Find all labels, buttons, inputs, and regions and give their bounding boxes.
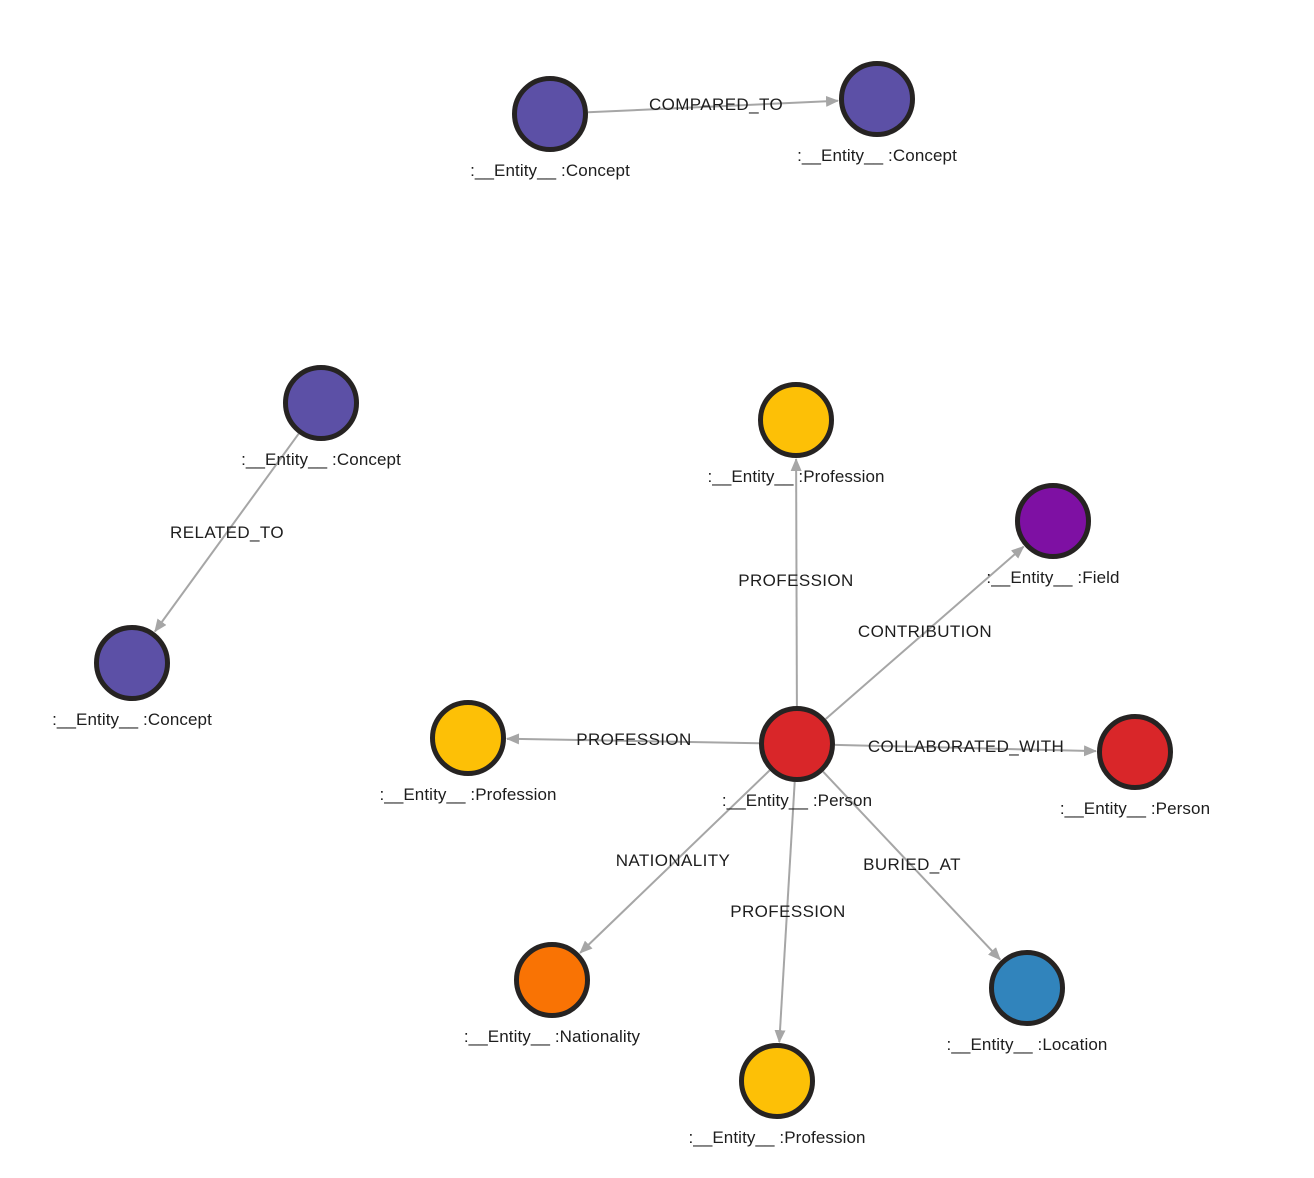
node-caption: :__Entity__ :Person — [722, 791, 872, 810]
edge-profession[interactable] — [790, 458, 802, 707]
graph-node-person-right[interactable] — [1097, 714, 1173, 790]
edge-collaborated-with[interactable] — [834, 743, 1097, 757]
relationship-label: COMPARED_TO — [649, 95, 783, 114]
relationship-label: RELATED_TO — [170, 523, 284, 542]
node-caption: :__Entity__ :Profession — [707, 467, 884, 486]
graph-node-concept-3[interactable] — [283, 365, 359, 441]
relationship-label: PROFESSION — [730, 902, 845, 921]
edge-compared-to[interactable] — [587, 95, 839, 114]
graph-node-nationality-1[interactable] — [514, 942, 590, 1018]
edge-profession[interactable] — [774, 781, 796, 1044]
graph-node-person-center[interactable] — [759, 706, 835, 782]
node-caption: :__Entity__ :Nationality — [464, 1027, 641, 1046]
edge-profession[interactable] — [506, 733, 760, 745]
edge-nationality[interactable] — [579, 769, 771, 954]
graph-node-location-1[interactable] — [989, 950, 1065, 1026]
graph-node-profession-top[interactable] — [758, 382, 834, 458]
relationship-label: BURIED_AT — [863, 855, 961, 874]
node-caption: :__Entity__ :Location — [947, 1035, 1108, 1054]
node-caption: :__Entity__ :Concept — [241, 450, 401, 469]
graph-node-profession-bottom[interactable] — [739, 1043, 815, 1119]
relationship-label: COLLABORATED_WITH — [868, 737, 1064, 756]
node-caption: :__Entity__ :Concept — [52, 710, 212, 729]
graph-node-concept-4[interactable] — [94, 625, 170, 701]
relationship-label: PROFESSION — [576, 730, 691, 749]
node-caption: :__Entity__ :Profession — [688, 1128, 865, 1147]
node-caption: :__Entity__ :Person — [1060, 799, 1210, 818]
edge-buried-at[interactable] — [822, 771, 1001, 961]
node-caption: :__Entity__ :Concept — [470, 161, 630, 180]
node-caption: :__Entity__ :Profession — [379, 785, 556, 804]
graph-node-profession-left[interactable] — [430, 700, 506, 776]
node-caption: :__Entity__ :Concept — [797, 146, 957, 165]
relationship-label: PROFESSION — [738, 571, 853, 590]
edge-contribution[interactable] — [825, 545, 1025, 720]
graph-node-concept-2[interactable] — [839, 61, 915, 137]
relationship-label: CONTRIBUTION — [858, 622, 992, 641]
graph-node-concept-1[interactable] — [512, 76, 588, 152]
relationship-label: NATIONALITY — [616, 851, 731, 870]
graph-node-field-1[interactable] — [1015, 483, 1091, 559]
edge-related-to[interactable] — [154, 433, 300, 633]
node-caption: :__Entity__ :Field — [986, 568, 1119, 587]
